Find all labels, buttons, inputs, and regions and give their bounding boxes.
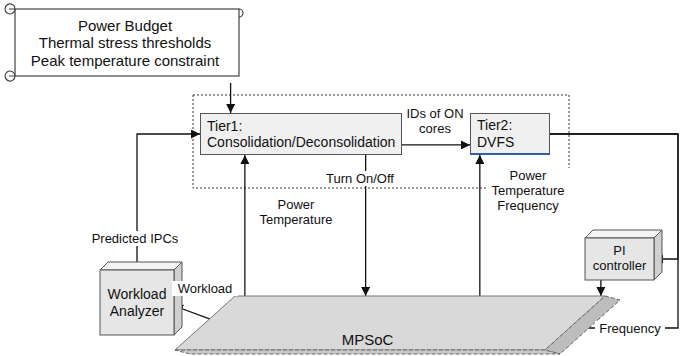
slab-outline [175, 296, 620, 354]
flow-arrow [365, 155, 366, 296]
edge-label: Turn On/Off [319, 171, 401, 186]
input-scroll: Power BudgetThermal stress thresholdsPea… [5, 3, 245, 83]
flow-arrow [402, 144, 470, 145]
flow-arrow [230, 83, 231, 113]
edge-label: Power Temperature [253, 197, 339, 227]
node-text: MPSoC [342, 331, 394, 348]
node-text: PI controller [590, 244, 649, 274]
node-text: Workload Analyzer [105, 286, 169, 318]
edge-label: IDs of ON cores [403, 106, 467, 136]
node-text: Tier1: Consolidation/Deconsolidation [207, 118, 395, 150]
process-box: Tier2: DVFS [470, 113, 550, 155]
node-text: Peak temperature constraint [31, 52, 219, 69]
analyzer-block: Workload Analyzer [100, 270, 174, 335]
edge-label: Frequency [595, 321, 665, 336]
flow-arrow [137, 134, 200, 270]
chip-slab: MPSoC [175, 296, 620, 354]
process-box: Tier1: Consolidation/Deconsolidation [200, 113, 402, 155]
node-text: Power Budget [78, 17, 172, 34]
flow-arrow [479, 155, 480, 296]
node-text: Tier2: DVFS [477, 117, 543, 149]
edge-label: Power Temperature Frequency [486, 168, 570, 213]
controller-block: PI controller [585, 238, 654, 280]
tier-group-frame [193, 95, 569, 188]
flow-arrow [244, 155, 245, 296]
edge-label: Predicted IPCs [87, 231, 183, 246]
node-text: Thermal stress thresholds [39, 34, 212, 51]
flow-arrow [600, 280, 601, 296]
